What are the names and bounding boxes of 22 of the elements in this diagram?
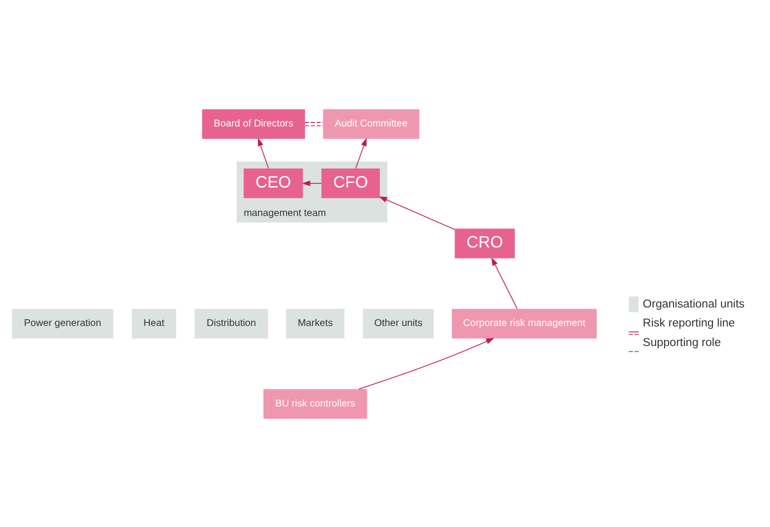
node-box: Markets <box>286 308 344 338</box>
legend-label: Risk reporting line <box>642 316 735 329</box>
node-box: Audit Committee <box>323 108 420 138</box>
arrow <box>302 180 322 186</box>
node-box: BU risk controllers <box>263 388 368 418</box>
node-box: Other units <box>362 308 434 338</box>
node-box: Power generation <box>12 308 114 338</box>
node-box: Distribution <box>194 308 268 338</box>
arrow <box>491 256 518 309</box>
node-box: CEO <box>244 168 303 198</box>
connector <box>304 122 324 126</box>
arrow <box>258 137 269 168</box>
node-box: Corporate risk management <box>452 308 597 338</box>
node-box: Board of Directors <box>202 108 305 138</box>
legend-label: Supporting role <box>642 336 721 349</box>
node-box: Heat <box>132 308 176 338</box>
node-box: CRO <box>454 228 515 258</box>
arrow <box>378 196 456 230</box>
arrow <box>358 338 494 389</box>
legend-label: Organisational units <box>642 298 745 310</box>
arrow <box>355 137 367 168</box>
node-box: CFO <box>321 168 380 198</box>
